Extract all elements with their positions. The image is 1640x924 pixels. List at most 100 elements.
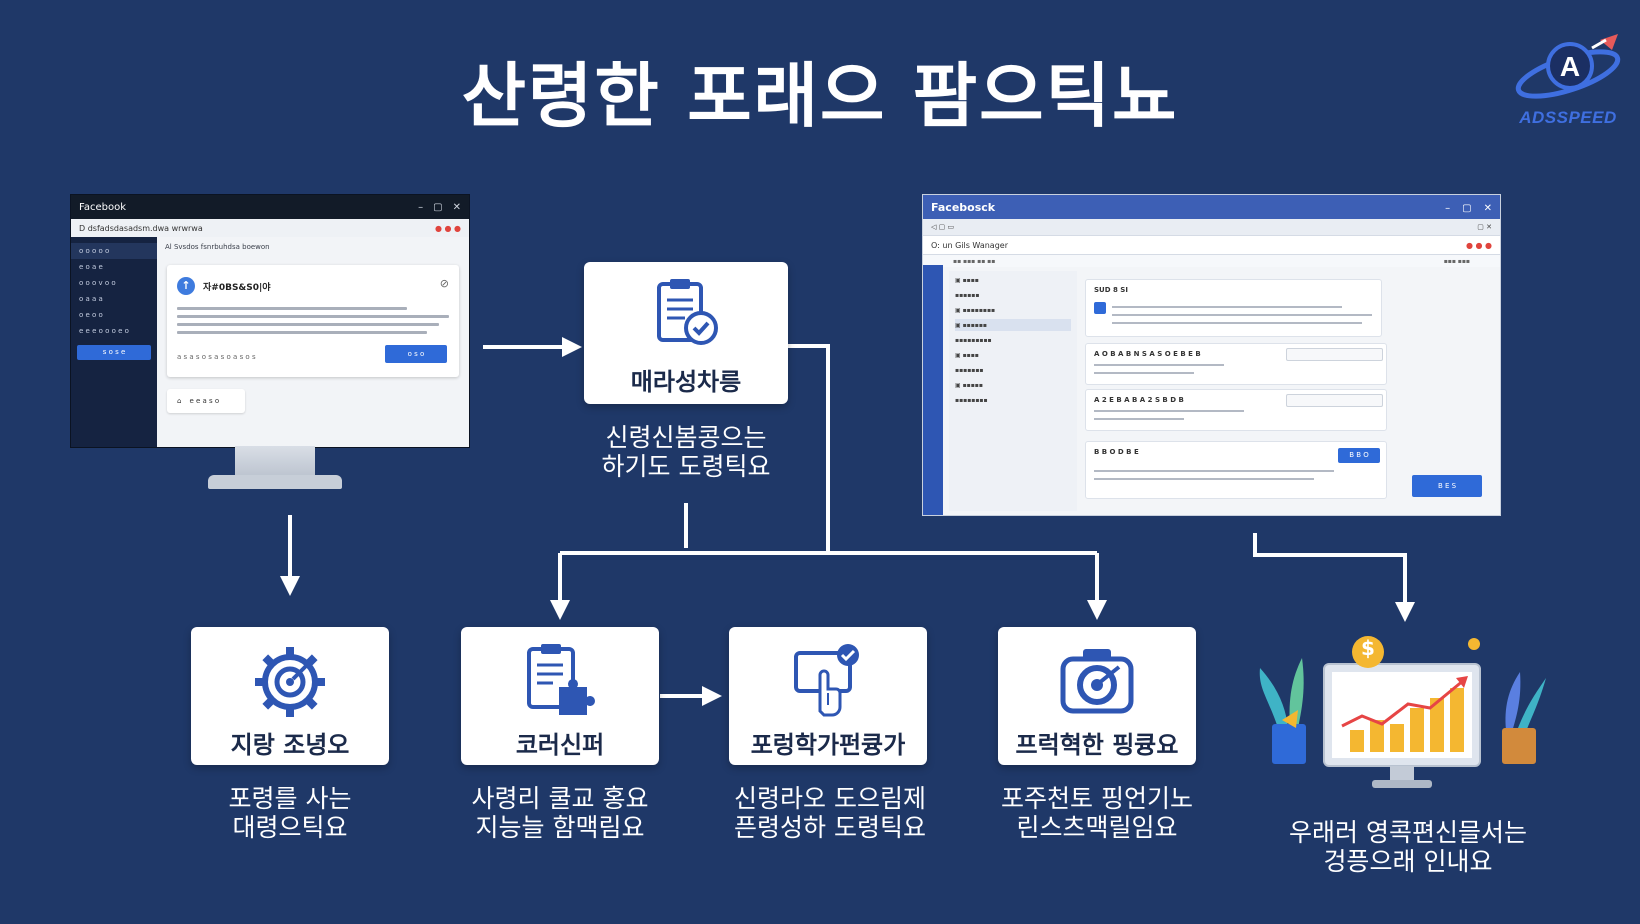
sidebar-item[interactable]: o o o v o o — [79, 279, 116, 287]
desc-line: 포주천토 핑언기노 — [1001, 784, 1193, 813]
sidebar: o o o o o e o a e o o o v o o o a a a o … — [71, 237, 157, 447]
sub-left: ▪▪ ▪▪▪ ▪▪ ▪▪ — [953, 257, 996, 265]
desc-line: 린스츠맥릴임요 — [1016, 813, 1178, 842]
card-4-description: 포주천토 핑언기노 린스츠맥릴임요 — [977, 784, 1217, 842]
sidebar-item[interactable]: e e e o o o e o — [79, 327, 129, 335]
rocket-logo-icon: A — [1515, 34, 1621, 99]
desc-line: 신령신봄콩으는 — [605, 423, 767, 452]
settings-icon[interactable]: ⊘ — [439, 277, 449, 290]
text-line — [1094, 410, 1244, 412]
card-2-description: 사령리 쿨교 홍요 지능늘 함맥림요 — [440, 784, 680, 842]
text-line — [177, 323, 439, 326]
card-label: 코러신퍼 — [515, 731, 605, 759]
tab-controls: ▢ ✕ — [1477, 223, 1492, 231]
primary-action-button[interactable]: B E S — [1412, 475, 1482, 497]
row-dropdown[interactable] — [1286, 394, 1383, 407]
close-icon[interactable]: ✕ — [1483, 202, 1492, 214]
sidebar-item[interactable]: o e o o — [79, 311, 103, 319]
notice-card: ↑ 자#0BS&S0|야 ⊘ a s a s o s a s o a s o s… — [167, 265, 459, 377]
nav-item[interactable]: ▣ ▪▪▪▪ — [955, 276, 979, 284]
ads-manager-window: Facebosck –▢ ✕ ◁ ▢ ▭ ▢ ✕ O: un Gils Wanage… — [922, 194, 1501, 516]
monitor-screen: Facebook –▢ ✕ D dsfadsdasadsm.dwa wrwrwa … — [70, 194, 470, 448]
maximize-icon[interactable]: ▢ — [433, 201, 443, 213]
step-card-4: 프럭혁한 핑큥요 — [998, 627, 1196, 765]
text-line — [1112, 314, 1372, 316]
minimize-icon[interactable]: – — [1445, 202, 1451, 214]
sidebar-item[interactable]: e o a e — [79, 263, 103, 271]
sub-toolbar: ▪▪ ▪▪▪ ▪▪ ▪▪▪▪▪ ▪▪▪ — [923, 255, 1500, 267]
nav-item[interactable]: ▪▪▪▪▪▪▪ — [955, 366, 984, 374]
card-label: 포렁학가펀큥가 — [750, 731, 906, 759]
close-icon[interactable]: ✕ — [452, 201, 461, 213]
row-dropdown[interactable] — [1286, 348, 1383, 361]
desc-line: 겅픙으래 인내요 — [1323, 847, 1493, 876]
text-line — [1094, 478, 1314, 480]
window-title: Facebook — [79, 201, 126, 213]
ads-main-panel: SUD 8 SI A O B A B N S A S O E B E B A 2… — [1085, 271, 1490, 511]
section-box: SUD 8 SI — [1085, 279, 1382, 337]
card-1-description: 포령를 사는 대령으틱요 — [180, 784, 400, 842]
secondary-button[interactable]: ⌂ e e a s o — [167, 389, 245, 413]
nav-item[interactable]: ▪▪▪▪▪▪▪▪ — [955, 396, 988, 404]
sidebar-button[interactable]: s o s e — [77, 345, 151, 360]
camera-target-icon — [1060, 649, 1134, 714]
text-line — [177, 315, 449, 318]
info-icon: ↑ — [177, 277, 195, 295]
page-title: 산령한 포래으 팜으틱뇨 — [461, 55, 1179, 137]
document-puzzle-icon — [527, 644, 595, 715]
address-text: D dsfadsdasadsm.dwa wrwrwa — [79, 223, 203, 233]
tab-icons: ◁ ▢ ▭ — [931, 223, 955, 231]
address-bar[interactable]: D dsfadsdasadsm.dwa wrwrwa ● ● ● — [71, 219, 469, 238]
row-title: A O B A B N S A S O E B E B — [1094, 350, 1201, 358]
logo-text: ADSSPEED — [1519, 108, 1617, 127]
desc-line: 사령리 쿨교 홍요 — [471, 784, 649, 813]
nav-item[interactable]: ▣ ▪▪▪▪▪ — [955, 381, 983, 389]
nav-item[interactable]: ▪▪▪▪▪▪▪▪▪ — [955, 336, 992, 344]
bottom-small-button[interactable]: B B O — [1338, 448, 1380, 463]
card-3-description: 신령라오 도으림제 픈령성하 도령틱요 — [710, 784, 950, 842]
nav-item[interactable]: ▣ ▪▪▪▪ — [955, 351, 979, 359]
text-line — [177, 307, 407, 310]
nav-item[interactable]: ▣ ▪▪▪▪▪▪▪▪ — [955, 306, 996, 314]
monitor-main: Al Svsdos fsnrbuhdsa boewon ↑ 자#0BS&S0|야… — [157, 237, 469, 447]
step-card-1: 지랑 조녕오 — [191, 627, 389, 765]
window-title: Facebosck — [931, 200, 996, 214]
window-titlebar: Facebosck –▢ ✕ — [923, 195, 1500, 219]
card-label: 지랑 조녕오 — [230, 731, 350, 759]
campaign-nav: ▣ ▪▪▪▪ ▪▪▪▪▪▪ ▣ ▪▪▪▪▪▪▪▪ ▣ ▪▪▪▪▪▪ ▪▪▪▪▪▪… — [949, 271, 1077, 511]
bottom-title: B B O D B E — [1094, 448, 1139, 456]
text-line — [1094, 470, 1334, 472]
arrow-window-to-growth — [1253, 533, 1415, 622]
text-line — [1094, 418, 1184, 420]
toolbar-icons: ● ● ● — [1465, 240, 1492, 250]
toolbar-icons: ● ● ● — [434, 223, 461, 233]
text-line — [1094, 372, 1194, 374]
card-action-button[interactable]: o s o — [385, 345, 447, 363]
monitor-titlebar: Facebook –▢ ✕ — [71, 195, 469, 219]
bottom-section: B B O D B E B B O — [1085, 441, 1387, 499]
desc-line: 대령으틱요 — [232, 813, 348, 842]
svg-text:A: A — [1560, 51, 1580, 82]
left-monitor: Facebook –▢ ✕ D dsfadsdasadsm.dwa wrwrwa … — [70, 194, 470, 494]
sidebar-item[interactable]: o a a a — [79, 295, 103, 303]
desc-line: 픈령성하 도령틱요 — [734, 813, 926, 842]
text-line — [1112, 322, 1362, 324]
gear-target-icon — [255, 647, 325, 717]
maximize-icon[interactable]: ▢ — [1462, 202, 1472, 214]
growth-description: 우래러 영콕편신믈서는 겅픙으래 인내요 — [1268, 818, 1548, 876]
brand-logo: A ADSSPEED — [1508, 30, 1628, 140]
section-title: SUD 8 SI — [1094, 286, 1128, 294]
nav-item[interactable]: ▪▪▪▪▪▪ — [955, 291, 980, 299]
minimize-icon[interactable]: – — [418, 201, 424, 213]
address-bar[interactable]: O: un Gils Wanager ● ● ● — [923, 236, 1500, 255]
text-line — [1094, 364, 1224, 366]
card-title: 자#0BS&S0|야 — [203, 283, 271, 293]
step-card-3: 포렁학가펀큥가 — [729, 627, 927, 765]
nav-item-selected[interactable]: ▣ ▪▪▪▪▪▪ — [955, 319, 1071, 331]
text-line — [177, 331, 427, 334]
tab-strip: ◁ ▢ ▭ ▢ ✕ — [923, 219, 1500, 236]
row-title: A 2 E B A B A 2 S B D B — [1094, 396, 1184, 404]
sidebar-item[interactable]: o o o o o — [71, 243, 157, 259]
center-card-label: 매라성차릉 — [630, 368, 742, 396]
